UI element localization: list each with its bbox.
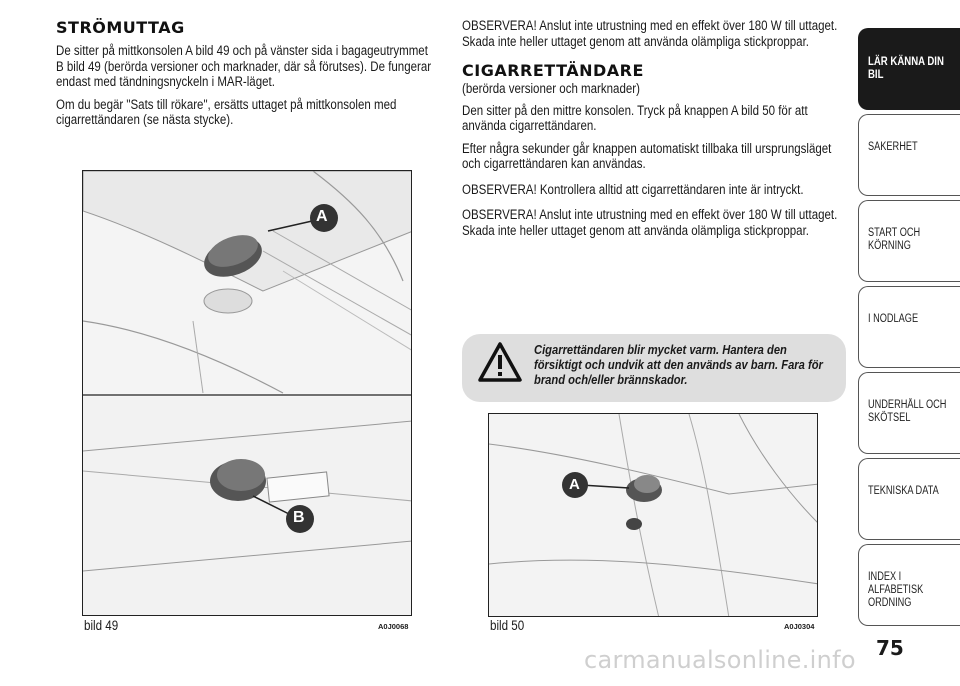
figure-50-code: A0J0304 (784, 622, 815, 631)
section-heading-power-outlet: STRÖMUTTAG (56, 18, 185, 37)
right-column: OBSERVERA! Anslut inte utrustning med en… (462, 18, 846, 245)
tab-label: LÄR KÄNNA DIN BIL (868, 54, 944, 81)
tab-label: START OCH KÖRNING (868, 227, 921, 252)
paragraph-power-warning-2: OBSERVERA! Anslut inte utrustning med en… (462, 207, 838, 238)
tab-sakerhet[interactable]: SÄKERHET (858, 114, 960, 196)
warning-triangle-icon (478, 342, 522, 382)
figure-49-code: A0J0068 (378, 622, 409, 631)
callout-label-a-fig50: A (569, 476, 580, 493)
section-heading-cigarette-lighter: CIGARRETTÄNDARE (462, 61, 644, 80)
tab-lar-kanna-din-bil[interactable]: LÄR KÄNNA DIN BIL (858, 28, 960, 110)
paragraph-outlet-location: De sitter på mittkonsolen A bild 49 och … (56, 43, 432, 89)
figure-49-caption: bild 49 (84, 618, 119, 633)
tab-label: I NÖDLÄGE (868, 313, 919, 325)
paragraph-versions-note: (berörda versioner och marknader) (462, 81, 640, 96)
figure-50-caption: bild 50 (490, 618, 525, 633)
tab-label: TEKNISKA DATA (868, 485, 939, 497)
paragraph-smoker-kit: Om du begär "Sats till rökare", ersätts … (56, 96, 397, 128)
tab-label: UNDERHÅLL OCH SKÖTSEL (868, 399, 947, 424)
left-column: STRÖMUTTAG De sitter på mittkonsolen A b… (56, 18, 436, 135)
callout-label-b: B (293, 509, 305, 526)
tab-label: SÄKERHET (868, 141, 918, 153)
warning-box: Cigarrettändaren blir mycket varm. Hante… (462, 334, 846, 402)
figure-50-illustration: A (488, 413, 818, 617)
tab-tekniska-data[interactable]: TEKNISKA DATA (858, 458, 960, 540)
paragraph-lighter-location: Den sitter på den mittre konsolen. Tryck… (462, 102, 808, 134)
watermark: carmanualsonline.info (584, 646, 856, 674)
tab-label: INDEX I ALFABETISK ORDNING (868, 571, 924, 609)
tab-i-nodlage[interactable]: I NÖDLÄGE (858, 286, 960, 368)
warning-text: Cigarrettändaren blir mycket varm. Hante… (534, 342, 823, 387)
paragraph-power-warning-1: OBSERVERA! Anslut inte utrustning med en… (462, 18, 838, 49)
callout-label-a: A (316, 208, 328, 225)
tab-index[interactable]: INDEX I ALFABETISK ORDNING (858, 544, 960, 626)
tab-underhall-och-skotsel[interactable]: UNDERHÅLL OCH SKÖTSEL (858, 372, 960, 454)
paragraph-lighter-return: Efter några sekunder går knappen automat… (462, 140, 832, 172)
paragraph-lighter-check: OBSERVERA! Kontrollera alltid att cigarr… (462, 181, 804, 197)
tab-start-och-korning[interactable]: START OCH KÖRNING (858, 200, 960, 282)
page-number: 75 (876, 636, 904, 660)
figure-49-illustration: A B (82, 170, 412, 616)
